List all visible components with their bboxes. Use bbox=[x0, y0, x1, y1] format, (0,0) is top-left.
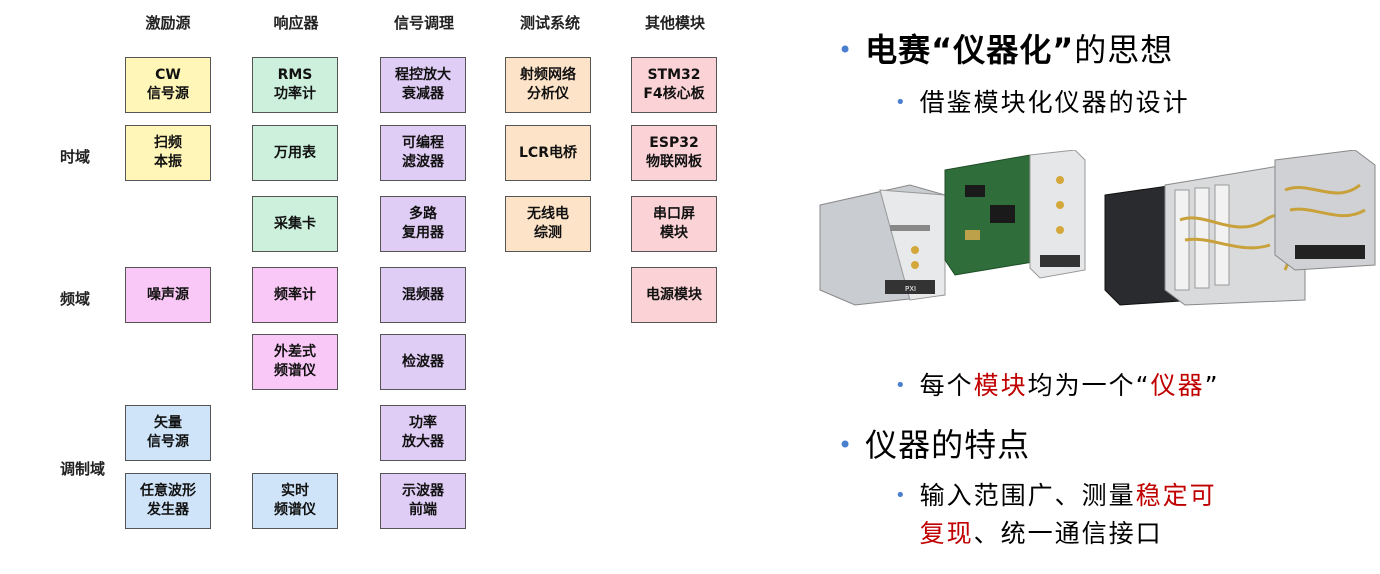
row-label-time-domain: 时域 bbox=[60, 148, 91, 166]
box-prog-amp[interactable]: 程控放大 衰减器 bbox=[380, 57, 466, 113]
box-power-module[interactable]: 电源模块 bbox=[631, 267, 717, 323]
row-label-mod-domain: 调制域 bbox=[60, 460, 106, 478]
text-part: 均为一个“ bbox=[1027, 371, 1151, 400]
bullet-dot-icon: • bbox=[895, 485, 908, 506]
bullet-text: 每个模块均为一个“仪器” bbox=[920, 367, 1220, 405]
row-label-freq-domain: 频域 bbox=[60, 290, 91, 308]
col-header-conditioning: 信号调理 bbox=[393, 14, 454, 32]
box-realtime-analyzer[interactable]: 实时 频谱仪 bbox=[252, 473, 338, 529]
bullet-text: 仪器的特点 bbox=[865, 426, 1031, 464]
box-mux[interactable]: 多路 复用器 bbox=[380, 196, 466, 252]
emphasis-text: 模块 bbox=[973, 371, 1028, 400]
box-cw-source[interactable]: CW 信号源 bbox=[125, 57, 211, 113]
bullet-text: 借鉴模块化仪器的设计 bbox=[919, 88, 1190, 117]
pxi-modules-photo: PXI bbox=[815, 149, 1380, 310]
bullet-bold-text: 电赛“仪器化” bbox=[865, 31, 1075, 69]
bullet-instrument-features: • 仪器的特点 bbox=[838, 425, 1030, 465]
box-serial-screen[interactable]: 串口屏 模块 bbox=[631, 196, 717, 252]
box-daq-card[interactable]: 采集卡 bbox=[252, 196, 338, 252]
box-esp32-board[interactable]: ESP32 物联网板 bbox=[631, 125, 717, 181]
box-lcr-bridge[interactable]: LCR电桥 bbox=[505, 125, 591, 181]
box-freq-counter[interactable]: 频率计 bbox=[252, 267, 338, 323]
bullet-features-detail: • 输入范围广、测量稳定可复现、统一通信接口 bbox=[895, 477, 1315, 553]
box-mixer[interactable]: 混频器 bbox=[380, 267, 466, 323]
box-power-amp[interactable]: 功率 放大器 bbox=[380, 405, 466, 461]
box-awg[interactable]: 任意波形 发生器 bbox=[125, 473, 211, 529]
bullet-modular-design: • 借鉴模块化仪器的设计 bbox=[895, 84, 1190, 122]
box-noise-source[interactable]: 噪声源 bbox=[125, 267, 211, 323]
text-part: 、统一通信接口 bbox=[973, 519, 1163, 548]
bullet-dot-icon: • bbox=[895, 92, 908, 113]
text-part: 每个 bbox=[919, 371, 974, 400]
bullet-each-module: • 每个模块均为一个“仪器” bbox=[895, 367, 1220, 405]
emphasis-text: 仪器 bbox=[1150, 371, 1205, 400]
box-rms-meter[interactable]: RMS 功率计 bbox=[252, 57, 338, 113]
bullet-text: 输入范围广、测量稳定可复现、统一通信接口 bbox=[920, 477, 1217, 553]
box-multimeter[interactable]: 万用表 bbox=[252, 125, 338, 181]
box-scope-frontend[interactable]: 示波器 前端 bbox=[380, 473, 466, 529]
bullet-text: 电赛“仪器化”的思想 bbox=[865, 30, 1173, 70]
emphasis-text: 复现 bbox=[919, 519, 974, 548]
col-header-test-system: 测试系统 bbox=[519, 14, 580, 32]
box-vna[interactable]: 射频网络 分析仪 bbox=[505, 57, 591, 113]
box-vector-source[interactable]: 矢量 信号源 bbox=[125, 405, 211, 461]
col-header-response: 响应器 bbox=[273, 14, 319, 32]
col-header-stimulus: 激励源 bbox=[145, 14, 191, 32]
box-wireless-tester[interactable]: 无线电 综测 bbox=[505, 196, 591, 252]
text-part: 输入范围广、测量 bbox=[919, 481, 1136, 510]
bullet-text-tail: 的思想 bbox=[1074, 31, 1174, 69]
bullet-dot-icon: • bbox=[838, 431, 854, 459]
box-stm32-board[interactable]: STM32 F4核心板 bbox=[631, 57, 717, 113]
text-part: ” bbox=[1204, 371, 1220, 400]
svg-text:PXI: PXI bbox=[905, 285, 916, 293]
bullet-dot-icon: • bbox=[838, 36, 854, 64]
pxi-modules-illustration: PXI bbox=[819, 149, 1376, 306]
bullet-dot-icon: • bbox=[895, 375, 908, 396]
bullet-instrumentation-idea: • 电赛“仪器化”的思想 bbox=[838, 30, 1173, 70]
box-sweep-lo[interactable]: 扫频 本振 bbox=[125, 125, 211, 181]
col-header-other: 其他模块 bbox=[644, 14, 705, 32]
emphasis-text: 稳定可 bbox=[1135, 481, 1217, 510]
box-detector[interactable]: 检波器 bbox=[380, 334, 466, 390]
box-prog-filter[interactable]: 可编程 滤波器 bbox=[380, 125, 466, 181]
box-heterodyne-analyzer[interactable]: 外差式 频谱仪 bbox=[252, 334, 338, 390]
